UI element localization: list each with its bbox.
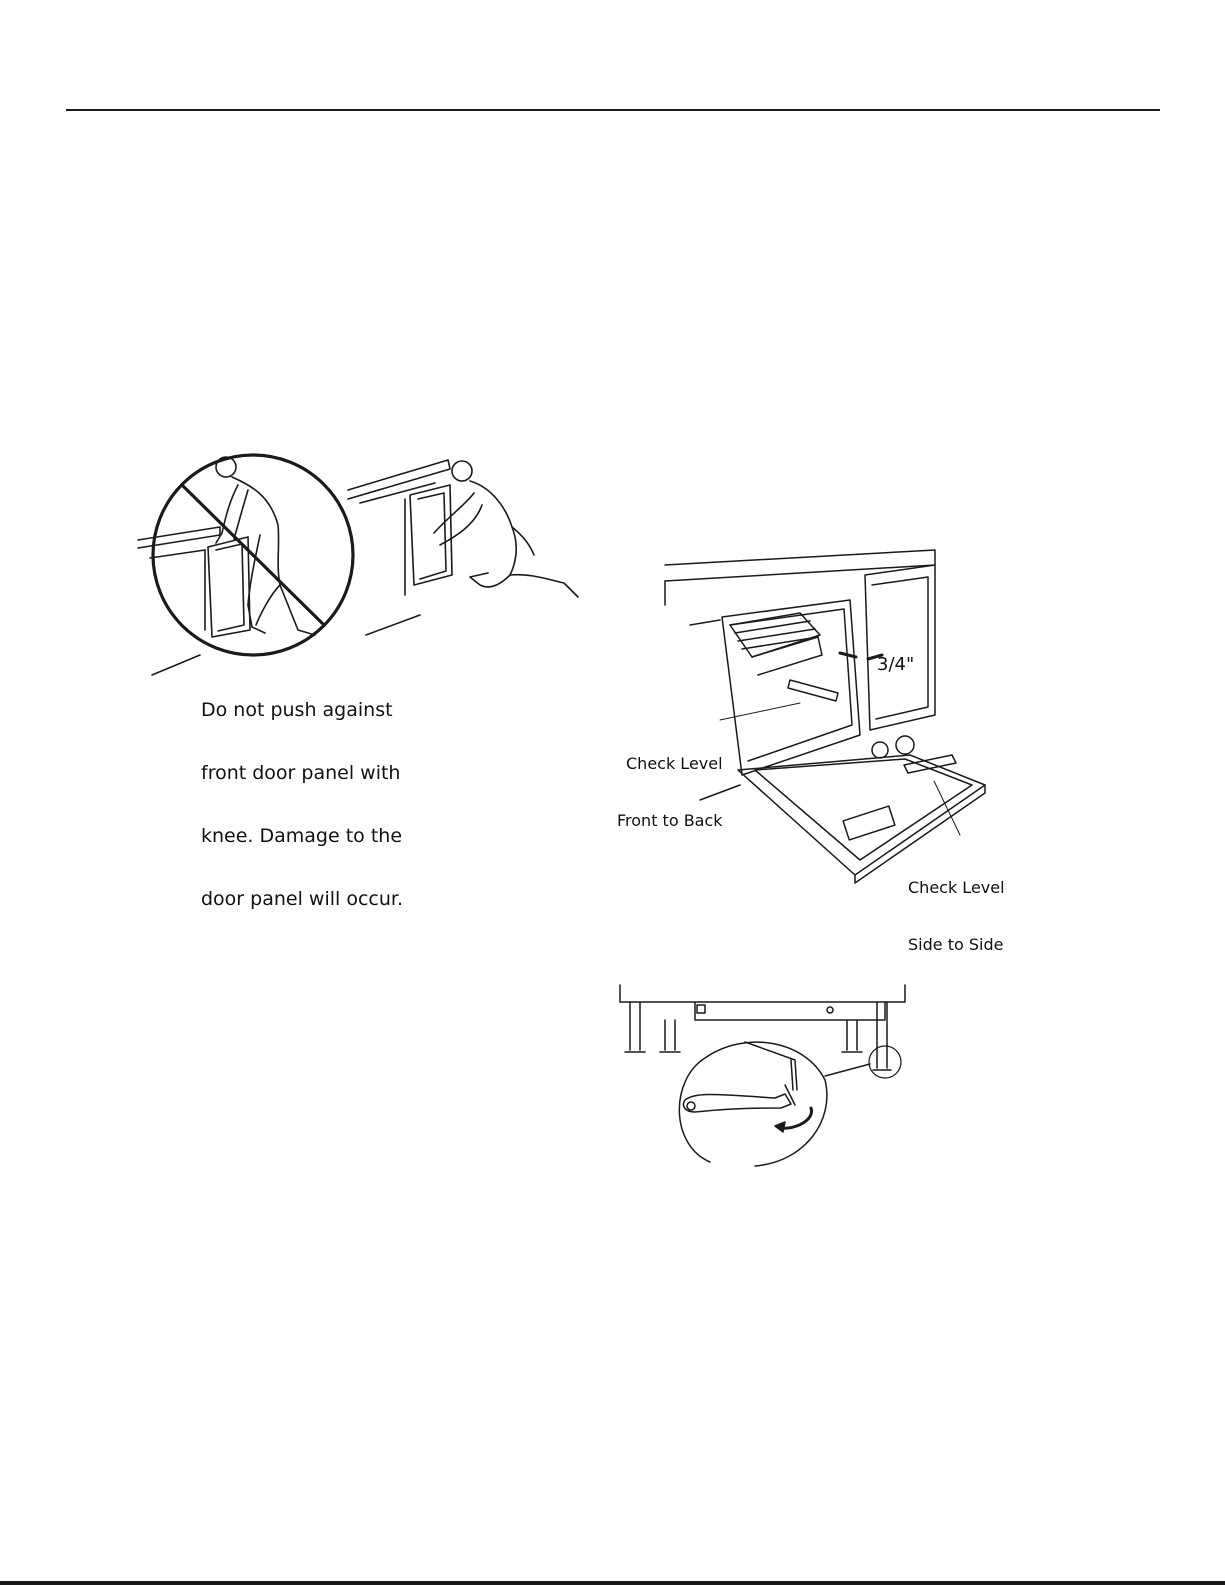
caption-line: door panel will occur. [201,889,403,910]
check-level-side-side-label: Check Level Side to Side [908,840,1005,973]
wrench-leveling-illustration [615,980,915,1170]
label-line: Front to Back [617,811,723,830]
caption-line: front door panel with [201,763,403,784]
label-line: Check Level [908,878,1005,897]
gap-label: 3/4" [877,655,914,674]
label-line: Check Level [617,754,723,773]
caption-line: knee. Damage to the [201,826,403,847]
check-level-front-back-label: Check Level Front to Back [617,716,723,849]
header-rule [66,109,1160,111]
label-line: Side to Side [908,935,1005,954]
caption-line: Do not push against [201,700,403,721]
leg-adjust-figure [615,980,915,1170]
footer-rule [0,1581,1225,1585]
install-warning-caption: Do not push against front door panel wit… [201,658,403,931]
